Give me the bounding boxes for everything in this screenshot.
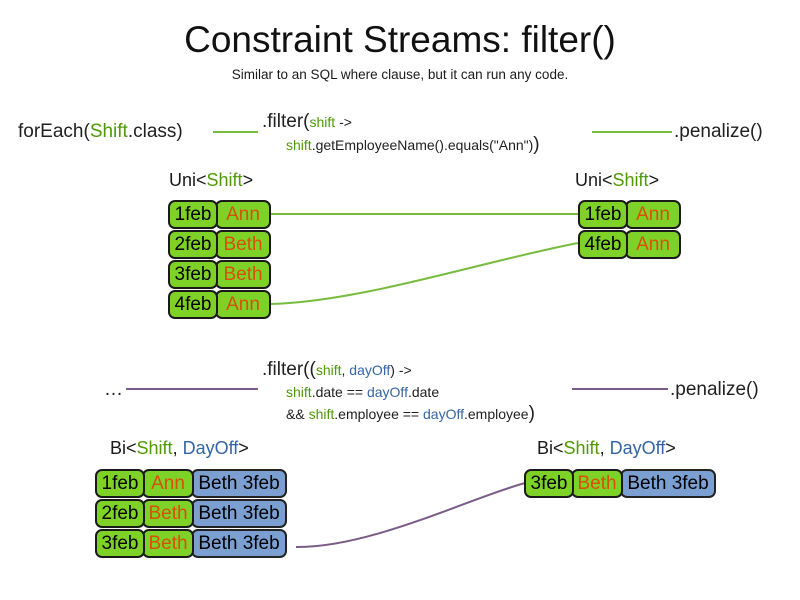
bi-in-caption: Bi<Shift, DayOff>	[110, 437, 249, 459]
bi-filter-line-1: .filter((shift, dayOff) ->	[262, 358, 535, 382]
shift-date-cell: 3feb	[168, 260, 218, 289]
table-row: 3feb Beth Beth 3feb	[95, 529, 287, 558]
bi-filter-l2-mid: .date ==	[311, 384, 367, 400]
uni-out-caption-prefix: Uni<	[575, 170, 613, 190]
uni-filter-body-var: shift	[286, 137, 312, 153]
shift-date-cell: 1feb	[95, 469, 145, 498]
table-row: 4feb Ann	[168, 290, 271, 319]
bi-filter-l3-var-b: dayOff	[423, 406, 464, 422]
bi-in-caption-suffix: >	[238, 438, 249, 458]
shift-employee-cell: Ann	[142, 469, 194, 498]
bi-in-caption-type-b: DayOff	[182, 438, 239, 458]
uni-out-caption-suffix: >	[648, 170, 660, 190]
table-row: 2feb Beth	[168, 230, 271, 259]
bi-filter-param-a: shift	[315, 362, 342, 378]
uni-in-caption-suffix: >	[242, 170, 254, 190]
link-4feb-to-4feb	[269, 242, 579, 305]
uni-filter-line-1: .filter(shift ->	[262, 110, 540, 134]
dayoff-cell: Beth 3feb	[620, 469, 716, 498]
bi-filter-arrow: ) ->	[390, 362, 412, 378]
bi-filter-l3-end: .employee	[464, 406, 529, 422]
bi-filter-l3-mid: .employee ==	[334, 406, 423, 422]
uni-filter-close-paren: )	[533, 134, 540, 155]
shift-date-cell: 4feb	[578, 230, 628, 259]
bi-out-caption-type-b: DayOff	[609, 438, 666, 458]
uni-out-caption: Uni<Shift>	[575, 169, 659, 191]
uni-source-type: Shift	[89, 121, 128, 142]
shift-date-cell: 2feb	[168, 230, 218, 259]
bi-in-caption-comma: ,	[172, 438, 183, 458]
uni-filter-code: .filter(shift -> shift.getEmployeeName()…	[262, 110, 540, 156]
table-row: 2feb Beth Beth 3feb	[95, 499, 287, 528]
bi-out-caption: Bi<Shift, DayOff>	[537, 437, 676, 459]
bi-filter-l2-var-a: shift	[286, 384, 312, 400]
bi-in-table: 1feb Ann Beth 3feb 2feb Beth Beth 3feb 3…	[95, 469, 287, 559]
uni-filter-line-2: shift.getEmployeeName().equals("Ann"))	[262, 134, 540, 156]
bi-out-caption-comma: ,	[599, 438, 610, 458]
uni-filter-arrow: ->	[335, 114, 352, 130]
uni-in-caption: Uni<Shift>	[169, 169, 253, 191]
uni-out-table: 1feb Ann 4feb Ann	[578, 200, 681, 260]
bi-filter-l2-end: .date	[407, 384, 440, 400]
uni-in-caption-type: Shift	[206, 170, 243, 190]
uni-filter-body-call: .getEmployeeName().equals("Ann")	[311, 137, 534, 153]
bi-filter-l3-prefix: &&	[286, 406, 309, 422]
bi-filter-l3-var-a: shift	[308, 406, 335, 422]
shift-employee-cell: Ann	[215, 290, 271, 319]
dayoff-cell: Beth 3feb	[191, 529, 287, 558]
shift-date-cell: 1feb	[168, 200, 218, 229]
shift-date-cell: 1feb	[578, 200, 628, 229]
bi-in-caption-prefix: Bi<	[110, 438, 137, 458]
bi-filter-close-paren: )	[528, 403, 535, 424]
bi-out-caption-prefix: Bi<	[537, 438, 564, 458]
table-row: 1feb Ann	[578, 200, 681, 229]
table-row: 3feb Beth	[168, 260, 271, 289]
bi-filter-l2-var-b: dayOff	[366, 384, 408, 400]
shift-employee-cell: Ann	[625, 200, 681, 229]
table-row: 1feb Ann	[168, 200, 271, 229]
uni-source-suffix: .class)	[127, 121, 183, 142]
shift-employee-cell: Ann	[215, 200, 271, 229]
bi-filter-param-b: dayOff	[349, 362, 391, 378]
shift-employee-cell: Beth	[571, 469, 623, 498]
bi-filter-prefix: .filter((	[262, 359, 316, 380]
shift-employee-cell: Beth	[215, 260, 271, 289]
dayoff-cell: Beth 3feb	[191, 469, 287, 498]
bi-filter-line-3: && shift.employee == dayOff.employee)	[262, 403, 535, 425]
uni-filter-param: shift	[309, 114, 336, 130]
bi-penalize-node: .penalize()	[670, 379, 759, 400]
uni-penalize-node: .penalize()	[674, 121, 763, 142]
shift-date-cell: 4feb	[168, 290, 218, 319]
table-row: 4feb Ann	[578, 230, 681, 259]
bi-out-caption-type-a: Shift	[563, 438, 600, 458]
bi-filter-code: .filter((shift, dayOff) -> shift.date ==…	[262, 358, 535, 425]
bi-out-table: 3feb Beth Beth 3feb	[524, 469, 716, 499]
link-3feb-tuple-to-output	[295, 482, 526, 549]
table-row: 3feb Beth Beth 3feb	[524, 469, 716, 498]
shift-date-cell: 2feb	[95, 499, 145, 528]
uni-out-caption-type: Shift	[612, 170, 649, 190]
page-title: Constraint Streams: filter()	[184, 19, 616, 60]
uni-in-table: 1feb Ann 2feb Beth 3feb Beth 4feb Ann	[168, 200, 271, 320]
uni-in-caption-prefix: Uni<	[169, 170, 207, 190]
shift-employee-cell: Beth	[142, 499, 194, 528]
uni-filter-prefix: .filter(	[262, 111, 310, 132]
shift-employee-cell: Ann	[625, 230, 681, 259]
shift-date-cell: 3feb	[95, 529, 145, 558]
bi-filter-param-comma: ,	[341, 362, 350, 378]
bi-in-caption-type-a: Shift	[136, 438, 173, 458]
bi-out-caption-suffix: >	[665, 438, 676, 458]
bi-source-ellipsis: …	[104, 379, 124, 400]
uni-source-node: forEach(Shift.class)	[18, 120, 183, 144]
uni-source-prefix: forEach(	[18, 121, 90, 142]
table-row: 1feb Ann Beth 3feb	[95, 469, 287, 498]
shift-employee-cell: Beth	[215, 230, 271, 259]
bi-filter-line-2: shift.date == dayOff.date	[262, 382, 535, 403]
shift-employee-cell: Beth	[142, 529, 194, 558]
dayoff-cell: Beth 3feb	[191, 499, 287, 528]
shift-date-cell: 3feb	[524, 469, 574, 498]
page-subtitle: Similar to an SQL where clause, but it c…	[231, 67, 569, 82]
